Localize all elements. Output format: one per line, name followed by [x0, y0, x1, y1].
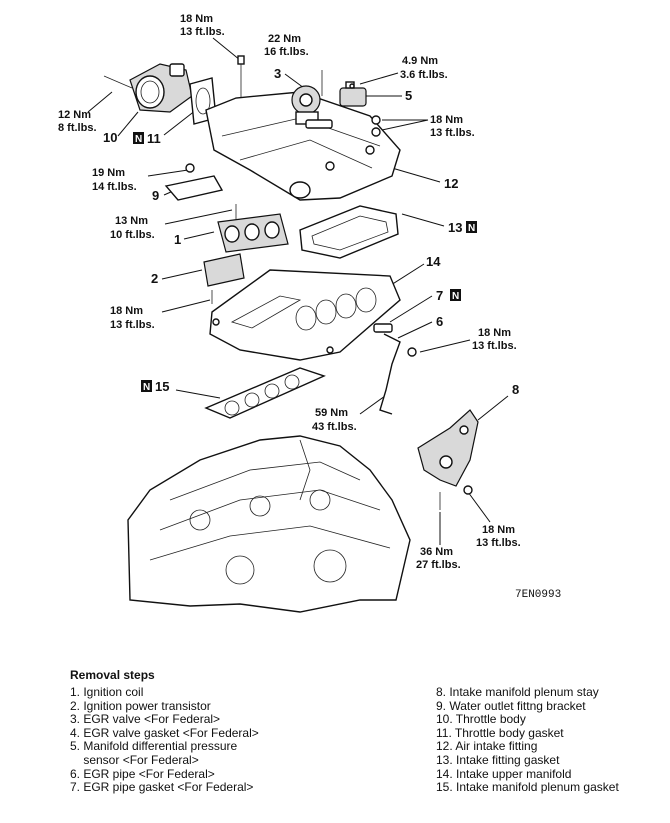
svg-text:N: N: [135, 134, 142, 145]
svg-text:43 ft.lbs.: 43 ft.lbs.: [312, 421, 357, 433]
svg-text:22 Nm: 22 Nm: [268, 33, 301, 45]
removal-step: 2. Ignition power transistor: [70, 698, 211, 713]
torque-label-stay-upper: 18 Nm 13 ft.lbs.: [467, 491, 521, 549]
svg-text:12 Nm: 12 Nm: [58, 109, 91, 121]
svg-text:13 ft.lbs.: 13 ft.lbs.: [472, 340, 517, 352]
svg-text:8 ft.lbs.: 8 ft.lbs.: [58, 122, 97, 134]
svg-text:14 ft.lbs.: 14 ft.lbs.: [92, 181, 137, 193]
torque-label-manifold: 18 Nm 13 ft.lbs.: [110, 299, 211, 331]
intake-fitting-gasket: [299, 205, 399, 259]
svg-text:36 Nm: 36 Nm: [420, 546, 453, 558]
exploded-parts-diagram: 18 Nm 13 ft.lbs. 22 Nm 16 ft.lbs. 4.9 Nm…: [58, 13, 561, 613]
svg-text:19 Nm: 19 Nm: [92, 167, 125, 179]
removal-step: 13. Intake fitting gasket: [436, 752, 560, 767]
removal-step: 14. Intake upper manifold: [436, 766, 572, 781]
removal-step: 9. Water outlet fittng bracket: [436, 698, 586, 713]
torque-label-bracket: 19 Nm 14 ft.lbs.: [92, 167, 189, 193]
removal-step: 4. EGR valve gasket <For Federal>: [70, 725, 259, 740]
removal-step: 8. Intake manifold plenum stay: [436, 685, 599, 699]
egr-valve-gasket: [305, 119, 333, 129]
callout-10: 10: [103, 130, 117, 145]
bolt-top: [237, 55, 245, 98]
removal-step: 12. Air intake fitting: [436, 739, 538, 754]
removal-steps-title: Removal steps: [70, 668, 155, 682]
torque-label-sensor: 4.9 Nm 3.6 ft.lbs.: [359, 55, 448, 85]
pressure-sensor: [339, 81, 367, 107]
callout-2: 2: [151, 271, 158, 286]
svg-text:13 ft.lbs.: 13 ft.lbs.: [430, 127, 475, 139]
removal-step: 11. Throttle body gasket: [436, 725, 564, 740]
svg-text:13: 13: [448, 220, 462, 235]
torque-label-egr-pipe: 18 Nm 13 ft.lbs.: [419, 327, 517, 353]
water-outlet-bracket: [164, 163, 224, 201]
plenum-gasket: [204, 367, 326, 419]
removal-steps-right-column: 8. Intake manifold plenum stay 9. Water …: [436, 685, 666, 795]
svg-text:18 Nm: 18 Nm: [482, 524, 515, 536]
callout-3: 3: [274, 66, 281, 81]
svg-text:27 ft.lbs.: 27 ft.lbs.: [416, 559, 461, 571]
removal-steps-left-column: 1. Ignition coil 2. Ignition power trans…: [70, 685, 400, 795]
svg-text:10 ft.lbs.: 10 ft.lbs.: [110, 229, 155, 241]
svg-text:16 ft.lbs.: 16 ft.lbs.: [264, 46, 309, 58]
svg-text:13 ft.lbs.: 13 ft.lbs.: [180, 26, 225, 38]
svg-text:18 Nm: 18 Nm: [478, 327, 511, 339]
svg-text:7: 7: [436, 288, 443, 303]
torque-label-top: 18 Nm 13 ft.lbs.: [180, 13, 241, 61]
egr-pipe: [379, 333, 417, 415]
callout-7: 7 N: [389, 288, 461, 323]
callout-13: 13 N: [401, 213, 477, 235]
egr-pipe-gasket: [373, 323, 393, 333]
callout-9: 9: [152, 188, 159, 203]
removal-step: sensor <For Federal>: [70, 752, 199, 767]
plenum-stay: [417, 409, 479, 510]
removal-step: 1. Ignition coil: [70, 685, 144, 699]
svg-text:N: N: [468, 223, 475, 234]
svg-text:13 ft.lbs.: 13 ft.lbs.: [476, 537, 521, 549]
removal-step: 6. EGR pipe <For Federal>: [70, 766, 215, 781]
egr-valve: [291, 70, 323, 125]
callout-6: 6: [436, 314, 443, 329]
ignition-power-transistor: [203, 253, 245, 304]
removal-step: 10. Throttle body: [436, 712, 526, 727]
removal-step: 5. Manifold differential pressure: [70, 739, 238, 754]
torque-label-egr-lower: 59 Nm 43 ft.lbs.: [312, 395, 386, 433]
svg-text:18 Nm: 18 Nm: [430, 114, 463, 126]
torque-label-coil: 13 Nm 10 ft.lbs.: [110, 209, 233, 241]
throttle-body: [103, 63, 193, 113]
svg-text:4.9 Nm: 4.9 Nm: [402, 55, 438, 67]
callout-5: 5: [405, 88, 412, 103]
svg-text:18 Nm: 18 Nm: [110, 305, 143, 317]
callout-8: 8: [512, 382, 519, 397]
torque-label-throttle: 12 Nm 8 ft.lbs.: [58, 91, 113, 134]
callout-1: 1: [174, 232, 181, 247]
removal-step: 3. EGR valve <For Federal>: [70, 712, 221, 727]
ignition-coil: [217, 204, 289, 253]
svg-text:N: N: [143, 382, 150, 393]
svg-text:3.6 ft.lbs.: 3.6 ft.lbs.: [400, 69, 448, 81]
callout-15: N 15: [141, 379, 221, 399]
callout-12: 12: [444, 176, 458, 191]
torque-label-stay-lower: 36 Nm 27 ft.lbs.: [416, 512, 461, 571]
removal-steps: Removal steps 1. Ignition coil 2. Igniti…: [70, 668, 660, 808]
callout-14: 14: [426, 254, 441, 269]
intake-upper-manifold: [209, 269, 401, 361]
torque-label-egr-valve: 22 Nm 16 ft.lbs.: [264, 33, 309, 58]
svg-text:N: N: [452, 291, 459, 302]
removal-step: 15. Intake manifold plenum gasket: [436, 780, 619, 795]
svg-text:13 ft.lbs.: 13 ft.lbs.: [110, 319, 155, 331]
torque-label-right-bolts: 18 Nm 13 ft.lbs.: [381, 114, 475, 139]
svg-text:15: 15: [155, 379, 169, 394]
svg-text:13 Nm: 13 Nm: [115, 215, 148, 227]
engine-block: [127, 435, 411, 613]
callout-11: N 11: [133, 109, 197, 146]
svg-text:11: 11: [147, 131, 161, 146]
svg-text:18 Nm: 18 Nm: [180, 13, 213, 25]
figure-code: 7EN0993: [515, 589, 561, 601]
bolts-right: [371, 115, 381, 137]
removal-step: 7. EGR pipe gasket <For Federal>: [70, 780, 254, 795]
svg-text:59 Nm: 59 Nm: [315, 407, 348, 419]
